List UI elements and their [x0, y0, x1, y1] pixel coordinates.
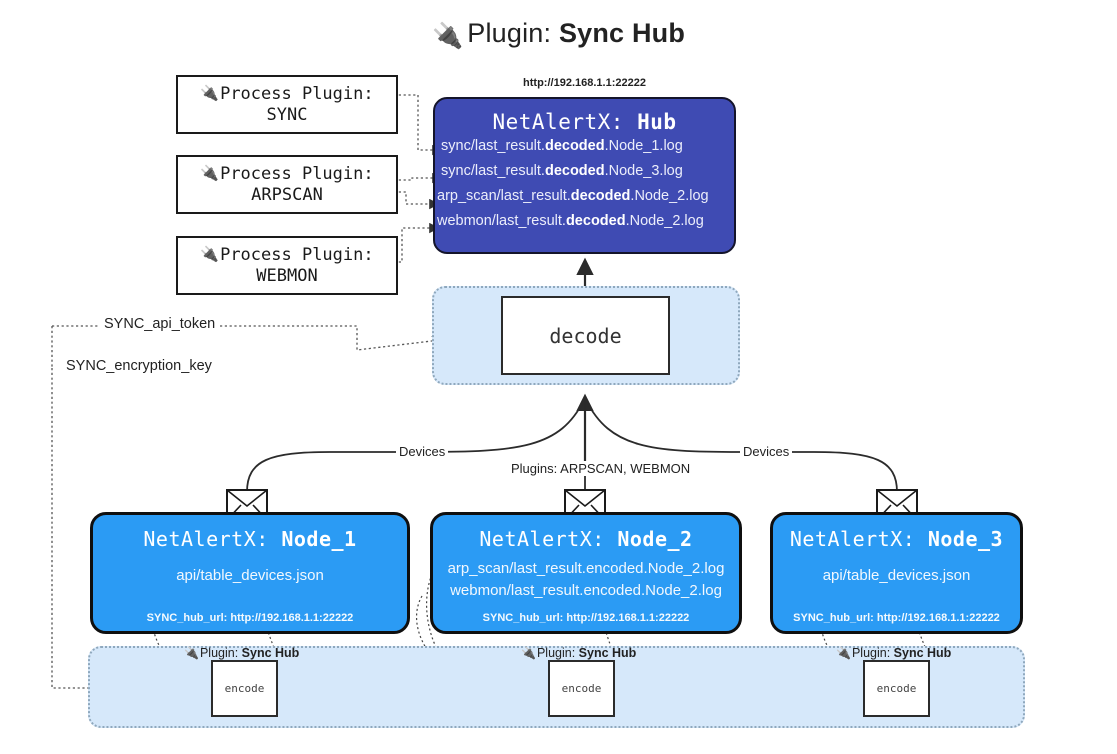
- plug-icon: 🔌: [200, 244, 220, 263]
- edge-label-devices-left: Devices: [396, 444, 449, 459]
- hub-log-row: arp_scan/last_result.decoded.Node_2.log: [437, 188, 709, 204]
- encode-box-1[interactable]: encode: [211, 660, 278, 717]
- encoder-label-1: 🔌Plugin: Sync Hub: [184, 646, 300, 660]
- process-plugin-sync-line1: Process Plugin:: [220, 84, 374, 105]
- plug-icon: 🔌: [836, 646, 851, 660]
- node-node2-line: arp_scan/last_result.encoded.Node_2.log: [447, 560, 725, 577]
- plug-icon: 🔌: [184, 646, 199, 660]
- process-plugin-webmon[interactable]: 🔌Process Plugin: WEBMON: [176, 236, 398, 295]
- hub-title-name: Hub: [637, 110, 677, 134]
- node-node3-title: NetAlertX: Node_3: [789, 527, 1004, 551]
- secret-label-api-token: SYNC_api_token: [100, 316, 220, 332]
- encoder-label-2: 🔌Plugin: Sync Hub: [521, 646, 637, 660]
- page-title: 🔌Plugin: Sync Hub: [0, 18, 1117, 51]
- hub-log-row: sync/last_result.decoded.Node_3.log: [441, 163, 683, 179]
- node-node1-url: SYNC_hub_url: http://192.168.1.1:22222: [146, 612, 354, 624]
- process-plugin-arpscan[interactable]: 🔌Process Plugin: ARPSCAN: [176, 155, 398, 214]
- encode-box-2[interactable]: encode: [548, 660, 615, 717]
- node-node3-url: SYNC_hub_url: http://192.168.1.1:22222: [793, 612, 1000, 624]
- hub-url-label: http://192.168.1.1:22222: [523, 77, 646, 89]
- page-title-name: Sync Hub: [558, 18, 686, 48]
- hub-title: NetAlertX: Hub: [435, 110, 734, 134]
- page-title-prefix: Plugin:: [467, 18, 559, 48]
- process-plugin-sync-line2: SYNC: [266, 104, 308, 125]
- decode-box[interactable]: decode: [501, 296, 670, 375]
- encode-box-3[interactable]: encode: [863, 660, 930, 717]
- edge-label-plugins-center: Plugins: ARPSCAN, WEBMON: [508, 461, 694, 476]
- node-node3[interactable]: NetAlertX: Node_3 api/table_devices.json…: [770, 512, 1023, 634]
- plug-icon: 🔌: [200, 163, 220, 182]
- hub-log-row: sync/last_result.decoded.Node_1.log: [441, 138, 683, 154]
- node-node2-url: SYNC_hub_url: http://192.168.1.1:22222: [482, 612, 690, 624]
- process-plugin-sync[interactable]: 🔌Process Plugin: SYNC: [176, 75, 398, 134]
- secret-label-encryption-key: SYNC_encryption_key: [62, 358, 216, 374]
- node-node1[interactable]: NetAlertX: Node_1 api/table_devices.json…: [90, 512, 410, 634]
- plug-icon: 🔌: [200, 83, 220, 102]
- process-plugin-arpscan-line2: ARPSCAN: [251, 184, 323, 205]
- edge-label-devices-right: Devices: [740, 444, 793, 459]
- hub-log-row: webmon/last_result.decoded.Node_2.log: [437, 213, 704, 229]
- node-node2-line: webmon/last_result.encoded.Node_2.log: [450, 582, 722, 599]
- node-node2-title: NetAlertX: Node_2: [479, 527, 693, 551]
- plug-icon: 🔌: [521, 646, 536, 660]
- node-node3-line: api/table_devices.json: [822, 567, 971, 584]
- process-plugin-webmon-line1: Process Plugin:: [220, 245, 374, 266]
- plug-icon: 🔌: [431, 22, 464, 50]
- hub-title-prefix: NetAlertX:: [492, 110, 638, 134]
- node-node1-title: NetAlertX: Node_1: [143, 527, 357, 551]
- hub-node[interactable]: NetAlertX: Hub sync/last_result.decoded.…: [433, 97, 736, 254]
- encoder-label-3: 🔌Plugin: Sync Hub: [836, 646, 952, 660]
- node-node2[interactable]: NetAlertX: Node_2 arp_scan/last_result.e…: [430, 512, 742, 634]
- process-plugin-arpscan-line1: Process Plugin:: [220, 164, 374, 185]
- node-node1-line: api/table_devices.json: [176, 567, 324, 584]
- process-plugin-webmon-line2: WEBMON: [256, 265, 318, 286]
